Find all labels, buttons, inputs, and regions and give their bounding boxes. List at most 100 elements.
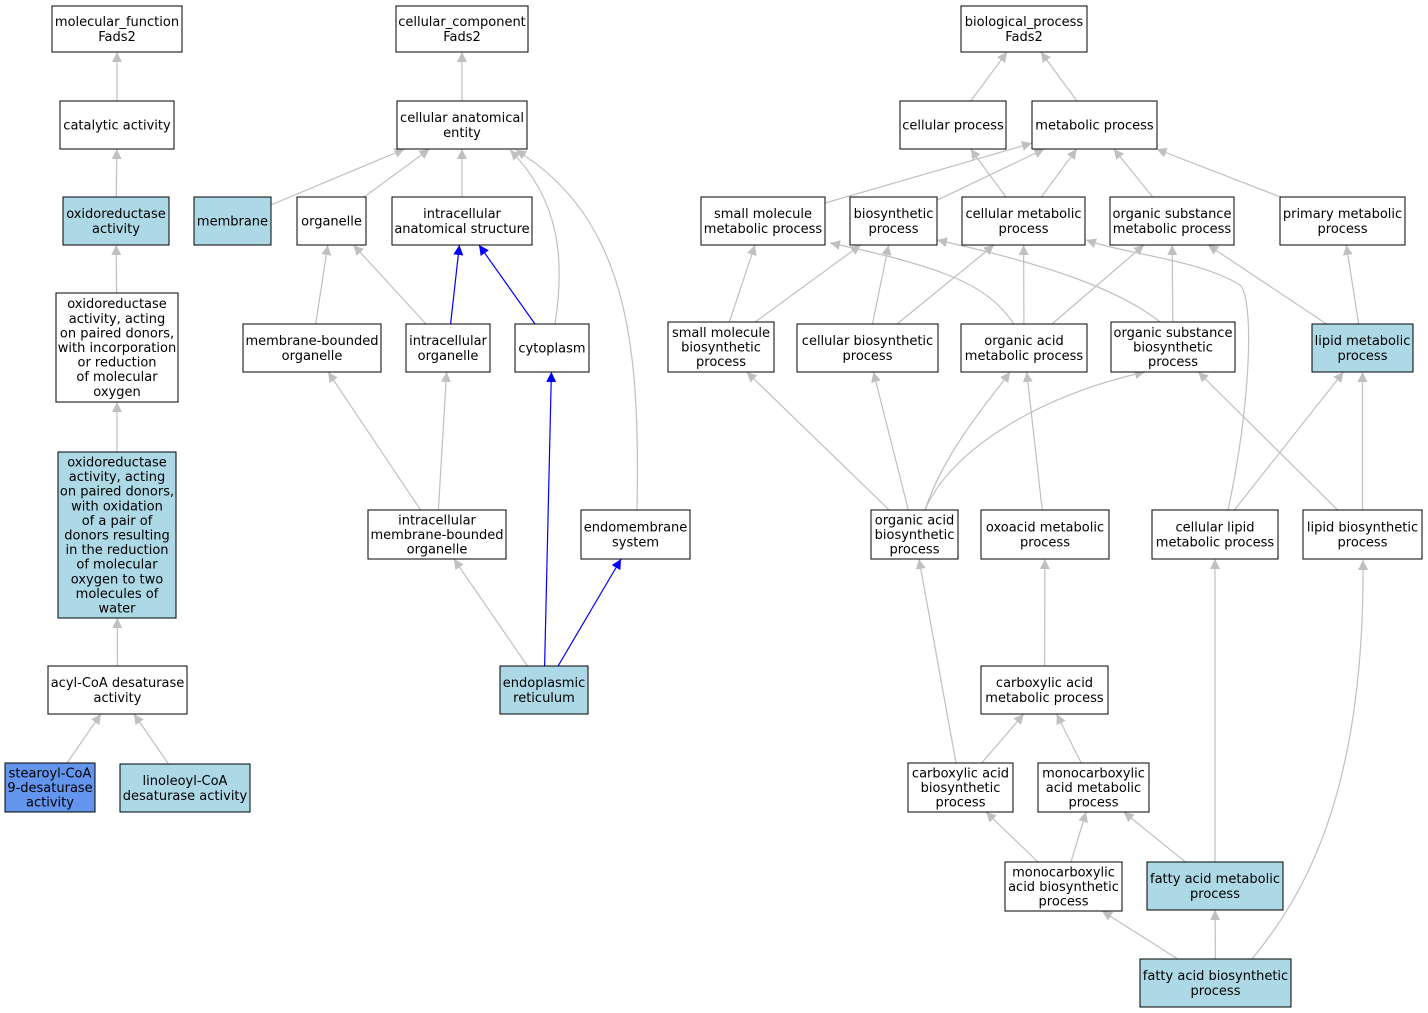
node-box [907,762,1014,813]
edge-cabp-to-camp [981,713,1025,764]
node-cellproc[interactable]: cellular process [899,100,1007,150]
node-label-line: cellular process [902,119,1004,134]
node-label-line: oxygen to two [71,572,163,587]
node-organelle[interactable]: organelle [296,196,367,246]
node-box [514,323,590,373]
edge-oabp-to-cbp [871,371,909,511]
node-label-line: fatty acid biosynthetic [1143,969,1288,984]
node-label-line: oxoacid metabolic [986,521,1104,536]
node-cytoplasm[interactable]: cytoplasm [514,323,590,373]
edge-smbp-to-smmp [728,244,757,323]
node-label-line: process [869,222,919,237]
node-label-line: donors resulting [64,529,170,544]
edge-oamp-to-smmp [829,240,1015,325]
edge-cmp-to-metproc [1040,148,1078,198]
node-box [396,100,528,150]
node-label-line: molecules of [76,587,159,602]
node-label-line: anatomical structure [394,222,529,237]
node-label-line: oxidoreductase [67,456,167,471]
node-box [367,509,507,560]
node-label-line: 9-desaturase [7,781,92,796]
node-label-line: activity [94,691,142,706]
edge-io-to-organelle [353,244,427,325]
edge-smbp-to-biosyn [754,244,861,323]
node-box [1031,100,1158,150]
node-box [980,665,1109,715]
node-label-line: membrane-bounded [245,334,378,349]
edge-mbo-to-organelle [315,244,332,325]
node-label-line: process [1338,535,1388,550]
node-metproc[interactable]: metabolic process [1031,100,1158,150]
node-box [980,509,1110,560]
node-box [193,196,272,246]
node-box [849,196,938,246]
node-label-line: activity, acting [69,470,166,485]
node-box [1279,196,1406,246]
node-label-line: intracellular [398,513,476,528]
node-label-line: process [999,222,1049,237]
edge-clmp-to-cmp [1085,238,1250,511]
node-label-line: entity [443,126,481,141]
node-label-line: lipid metabolic [1315,334,1411,349]
node-label-line: biosynthetic [921,781,1001,796]
node-label-line: process [1318,222,1368,237]
node-label-line: biosynthetic [1133,341,1213,356]
node-label-line: intracellular [409,334,487,349]
node-label-line: Fads2 [1005,30,1043,45]
node-label-line: membrane [197,215,268,230]
node-label-line: carboxylic acid [996,676,1093,691]
edge-oamp-to-osmp [1051,244,1145,325]
node-box [47,665,188,715]
node-label-line: with incorporation [58,341,176,356]
edge-cytoplasm-to-cae [509,149,560,325]
node-box [1110,321,1236,373]
node-box [4,762,96,813]
node-label-line: process [1039,895,1089,910]
edge-er-to-endomembrane [557,558,622,667]
node-membrane[interactable]: membrane [193,196,272,246]
node-catalytic[interactable]: catalytic activity [59,100,175,150]
node-label-line: activity, acting [69,312,166,327]
edge-lmp-to-osmp [1207,244,1327,325]
node-box [1037,762,1150,813]
node-label-line: acid biosynthetic [1008,880,1119,895]
edge-cbp-to-biosyn [871,244,892,325]
node-label-line: cellular anatomical [400,111,524,126]
